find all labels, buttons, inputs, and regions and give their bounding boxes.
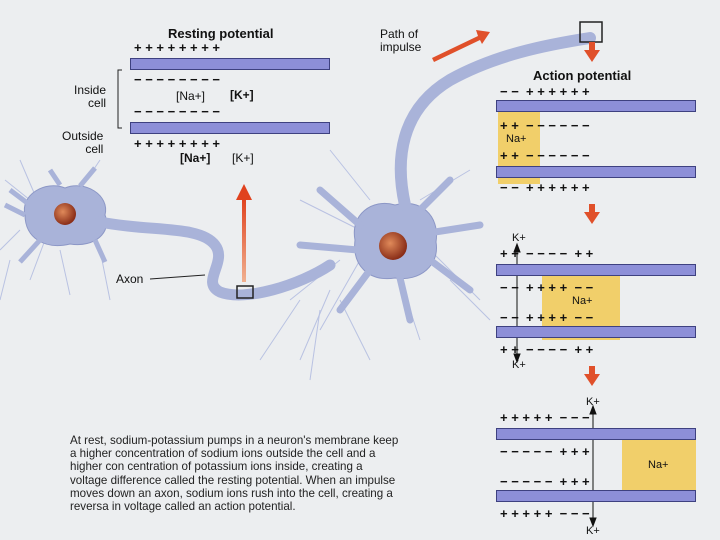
axon [94, 216, 336, 301]
resting-inside-charges-2: − − − − − − − − [134, 104, 221, 119]
panel3-arrows [589, 404, 597, 528]
caption-text: At rest, sodium-potassium pumps in a neu… [70, 434, 399, 514]
panel3-k-bottom: K+ [586, 525, 600, 537]
panel1-na-ion: Na+ [506, 133, 527, 145]
panel1-row1: − − + + + + + + [500, 84, 590, 99]
panel2-k-bottom: K+ [512, 359, 526, 371]
panel2-membrane-top [496, 264, 696, 276]
resting-top-charges: + + + + + + + + [134, 40, 221, 55]
panel3-na-ion: Na+ [648, 459, 669, 471]
panel3-membrane-top [496, 428, 696, 440]
right-nucleus [379, 232, 407, 260]
resting-outside-na: [Na+] [180, 151, 211, 165]
resting-outside-k: [K+] [232, 151, 254, 165]
resting-arrow-shaft [242, 198, 246, 282]
impulse-arrow [432, 30, 490, 62]
resting-membrane-bottom [130, 122, 330, 134]
panel3-k-top: K+ [586, 396, 600, 408]
panel3-row2: − − − − − + + + [500, 444, 590, 459]
axon-segment-marker [236, 285, 254, 299]
resting-inside-charges-1: − − − − − − − − [134, 72, 221, 87]
path-of-impulse-label: Path of impulse [380, 27, 422, 54]
panel2-membrane-bottom [496, 326, 696, 338]
resting-inside-k: [K+] [230, 88, 254, 102]
axon-label: Axon [116, 272, 144, 286]
panel1-row4: − − + + + + + + [500, 180, 590, 195]
outside-cell-label: Outside cell [62, 129, 104, 156]
down-arrows [584, 42, 600, 386]
panel3-na-zone [622, 428, 696, 502]
panel3-membrane-bottom [496, 490, 696, 502]
panel2-row1: + + − − − − + + [500, 246, 594, 261]
panel3-row4: + + + + + − − − [500, 506, 590, 521]
panel3-row3: − − − − − + + + [500, 474, 590, 489]
resting-bottom-charges: + + + + + + + + [134, 136, 221, 151]
resting-arrow-head [236, 184, 252, 200]
panel1-membrane-top [496, 100, 696, 112]
panel2-row3: − − + + + + − − [500, 310, 594, 325]
panel2-na-ion: Na+ [572, 295, 593, 307]
panel1-row3: + + − − − − − − [500, 148, 590, 163]
resting-inside-na: [Na+] [176, 89, 206, 103]
panel1-membrane-bottom [496, 166, 696, 178]
panel2-row2: − − + + + + − − [500, 280, 594, 295]
panel2-k-top: K+ [512, 232, 526, 244]
panel2-row4: + + − − − − + + [500, 342, 594, 357]
resting-membrane-top [130, 58, 330, 70]
left-nucleus [54, 203, 76, 225]
action-title: Action potential [533, 68, 632, 83]
inside-cell-label: Inside cell [74, 83, 107, 110]
panel3-row1: + + + + + − − − [500, 410, 590, 425]
panel1-row2: + + − − − − − − [500, 118, 590, 133]
resting-title: Resting potential [168, 26, 274, 41]
